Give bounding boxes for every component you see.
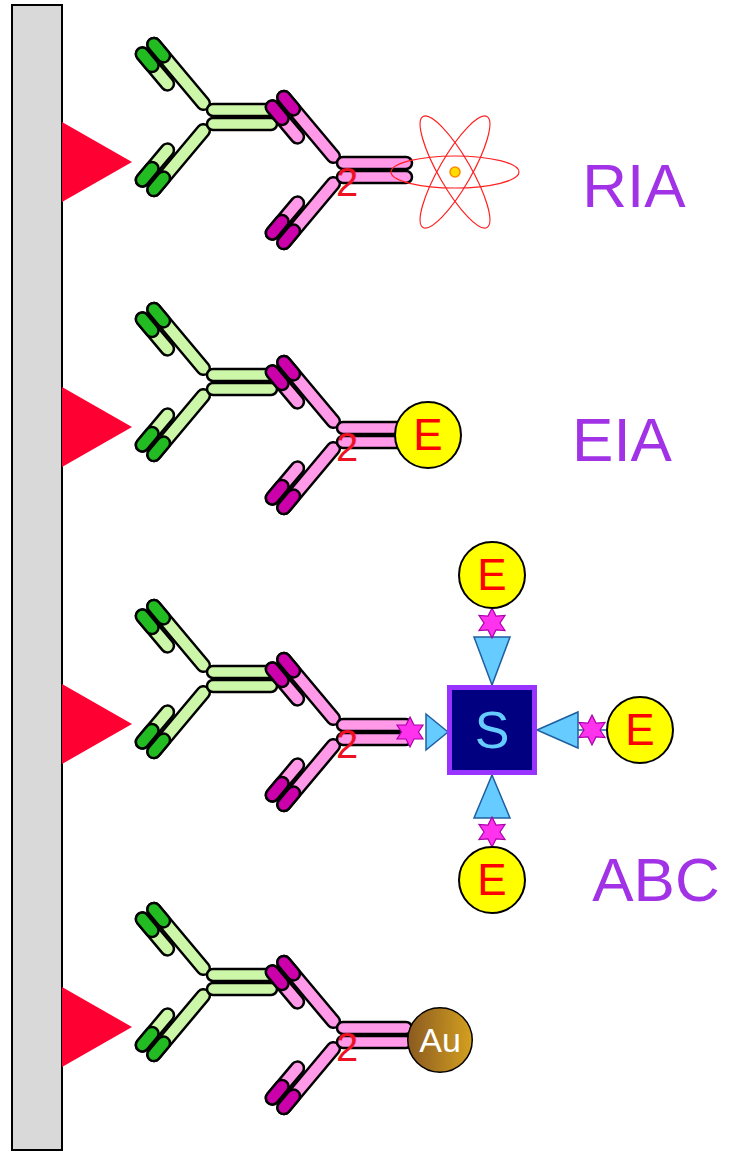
antigen-triangle [62, 987, 132, 1067]
node-text: E [477, 553, 506, 597]
biotin-avidin-link [474, 608, 510, 685]
node-text: E [413, 413, 442, 457]
primary-antibody [133, 900, 277, 1064]
solid-surface [12, 5, 62, 1150]
method-label: ABC [592, 849, 719, 911]
node-text: E [477, 858, 506, 902]
gold-particle: Au [407, 1007, 473, 1073]
secondary-antibody [263, 650, 412, 814]
streptavidin-square: S [447, 685, 537, 775]
method-label: RIA [582, 155, 685, 217]
secondary-antibody [263, 88, 412, 252]
enzyme-circle: E [606, 696, 674, 764]
enzyme-circle: E [458, 541, 526, 609]
antigen-triangle [62, 122, 132, 202]
method-label: EIA [572, 409, 672, 471]
enzyme-circle: E [458, 846, 526, 914]
biotin-avidin-link [474, 775, 510, 847]
secondary-antibody-number: 2 [336, 162, 358, 202]
node-text: E [625, 708, 654, 752]
antigen-triangle [62, 387, 132, 467]
node-text: S [475, 704, 510, 756]
secondary-antibody-number: 2 [336, 427, 358, 467]
secondary-antibody [263, 953, 412, 1117]
primary-antibody [133, 597, 277, 761]
radioisotope-atom [391, 109, 519, 236]
biotin-avidin-link [537, 712, 606, 748]
secondary-antibody-number: 2 [336, 724, 358, 764]
biotin-avidin-link [397, 714, 448, 750]
enzyme-circle: E [394, 401, 462, 469]
primary-antibody [133, 35, 277, 199]
node-text: Au [419, 1023, 461, 1057]
primary-antibody [133, 300, 277, 464]
secondary-antibody [263, 353, 412, 517]
antigen-triangle [62, 684, 132, 764]
secondary-antibody-number: 2 [336, 1027, 358, 1067]
